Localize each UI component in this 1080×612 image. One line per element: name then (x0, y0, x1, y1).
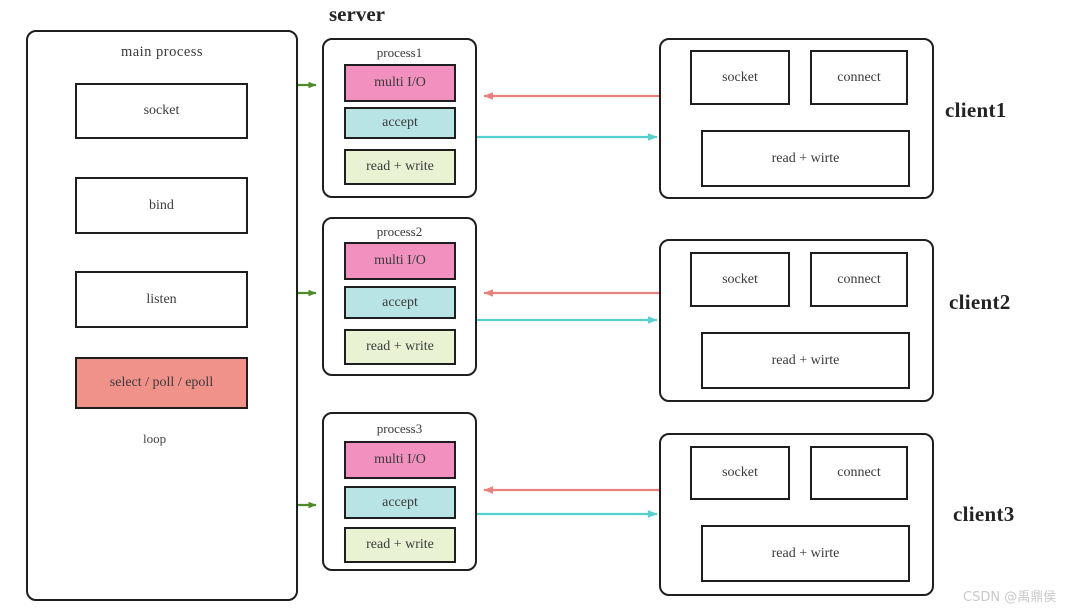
process2-stage-accept[interactable]: accept (344, 286, 456, 319)
process1-stage-read-write[interactable]: read + write (344, 149, 456, 185)
client1-read-write[interactable]: read + wirte (701, 130, 910, 187)
main-step-select-poll-epoll[interactable]: select / poll / epoll (75, 357, 248, 409)
process1-title: process1 (376, 45, 423, 60)
loop-label: loop (140, 431, 170, 447)
process1-stage-accept[interactable]: accept (344, 107, 456, 139)
client2-read-write[interactable]: read + wirte (701, 332, 910, 389)
client2-arrows (477, 289, 659, 324)
main-step-socket[interactable]: socket (75, 83, 248, 139)
client3-socket[interactable]: socket (690, 446, 790, 500)
client1-socket[interactable]: socket (690, 50, 790, 105)
watermark: CSDN @禹鼎侯 (963, 590, 1057, 605)
process3-stage-accept[interactable]: accept (344, 486, 456, 519)
main-process-title: main process (120, 44, 204, 60)
main-step-bind[interactable]: bind (75, 177, 248, 234)
client1-label: client1 (945, 98, 1007, 122)
client3-read-write[interactable]: read + wirte (701, 525, 910, 582)
client2-label: client2 (949, 290, 1011, 314)
process2-stage-multi-io[interactable]: multi I/O (344, 242, 456, 280)
client2-connect[interactable]: connect (810, 252, 908, 307)
client3-connect[interactable]: connect (810, 446, 908, 500)
process2-stage-read-write[interactable]: read + write (344, 329, 456, 365)
process1-stage-multi-io[interactable]: multi I/O (344, 64, 456, 102)
process3-stage-read-write[interactable]: read + write (344, 527, 456, 563)
client3-arrows (477, 486, 659, 518)
client1-arrows (477, 92, 659, 141)
client1-connect[interactable]: connect (810, 50, 908, 105)
process3-stage-multi-io[interactable]: multi I/O (344, 441, 456, 479)
process2-title: process2 (376, 224, 423, 239)
client3-label: client3 (953, 502, 1015, 526)
server-title: server (329, 2, 385, 26)
process3-title: process3 (376, 421, 423, 436)
main-step-listen[interactable]: listen (75, 271, 248, 328)
client2-socket[interactable]: socket (690, 252, 790, 307)
